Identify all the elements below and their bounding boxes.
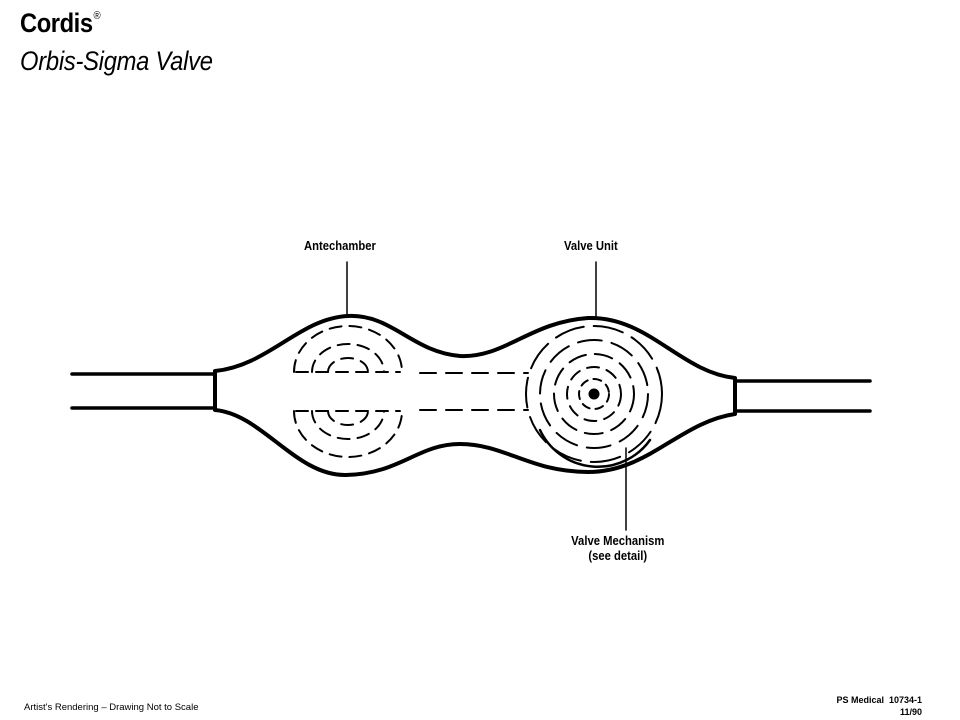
- registered-mark: ®: [93, 10, 101, 22]
- valve-body-outline: [213, 313, 737, 478]
- valve-mechanism-label-line1: Valve Mechanism: [571, 534, 665, 548]
- antechamber-label: Antechamber: [303, 239, 376, 253]
- footer-info: PS Medical 10734-1 11/90: [836, 694, 922, 718]
- footer-code: PS Medical 10734-1: [836, 695, 922, 705]
- valve-center-pin: [588, 388, 600, 400]
- valve-mechanism-label-line2: (see detail): [588, 549, 648, 563]
- valve-unit-label: Valve Unit: [563, 239, 618, 253]
- valve-mechanism-arc: [538, 428, 652, 469]
- footer-date: 11/90: [899, 707, 922, 717]
- valve-unit-rings: [525, 325, 663, 463]
- antechamber-lower-dashes: [293, 410, 403, 458]
- brand-name: Cordis: [20, 8, 93, 38]
- channel-dashes: [419, 372, 529, 411]
- brand-title: Cordis®: [20, 8, 101, 39]
- valve-mechanism-label: Valve Mechanism (see detail): [571, 534, 664, 564]
- antechamber-upper-dashes: [293, 325, 403, 373]
- product-title: Orbis-Sigma Valve: [20, 46, 213, 76]
- footer-note: Artist's Rendering – Drawing Not to Scal…: [24, 702, 199, 713]
